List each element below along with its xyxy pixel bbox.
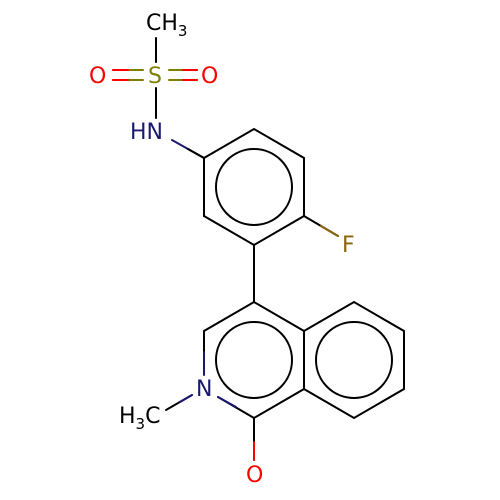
bond-c-n-ring-blue [217, 396, 237, 408]
pyridone-ring [203, 300, 305, 419]
atom-nh: HN [130, 120, 163, 145]
benzo-aromatic-circle [315, 321, 393, 399]
bond-c-f-color [320, 225, 339, 237]
bond-n-methyl-blue [179, 394, 193, 403]
phenyl-aromatic-circle [215, 148, 293, 226]
benzo-ring [303, 300, 405, 420]
atom-sulfur: S [148, 64, 162, 89]
atom-n-methyl: H3C [119, 404, 160, 433]
bond-nh-ring-b [187, 148, 205, 159]
atom-oxygen-left: O [89, 64, 106, 89]
atom-fluorine: F [342, 233, 355, 258]
atom-ring-nitrogen: N [196, 377, 212, 402]
atom-labels: CH3 S O O HN F N H3C O [89, 11, 355, 488]
bonds [112, 37, 405, 461]
atom-carbonyl-oxygen: O [246, 463, 263, 488]
atom-methyl-top: CH3 [146, 11, 187, 40]
phenyl-ring [203, 127, 305, 247]
atom-oxygen-right: O [201, 64, 218, 89]
pyridone-aromatic-circle [215, 321, 293, 399]
